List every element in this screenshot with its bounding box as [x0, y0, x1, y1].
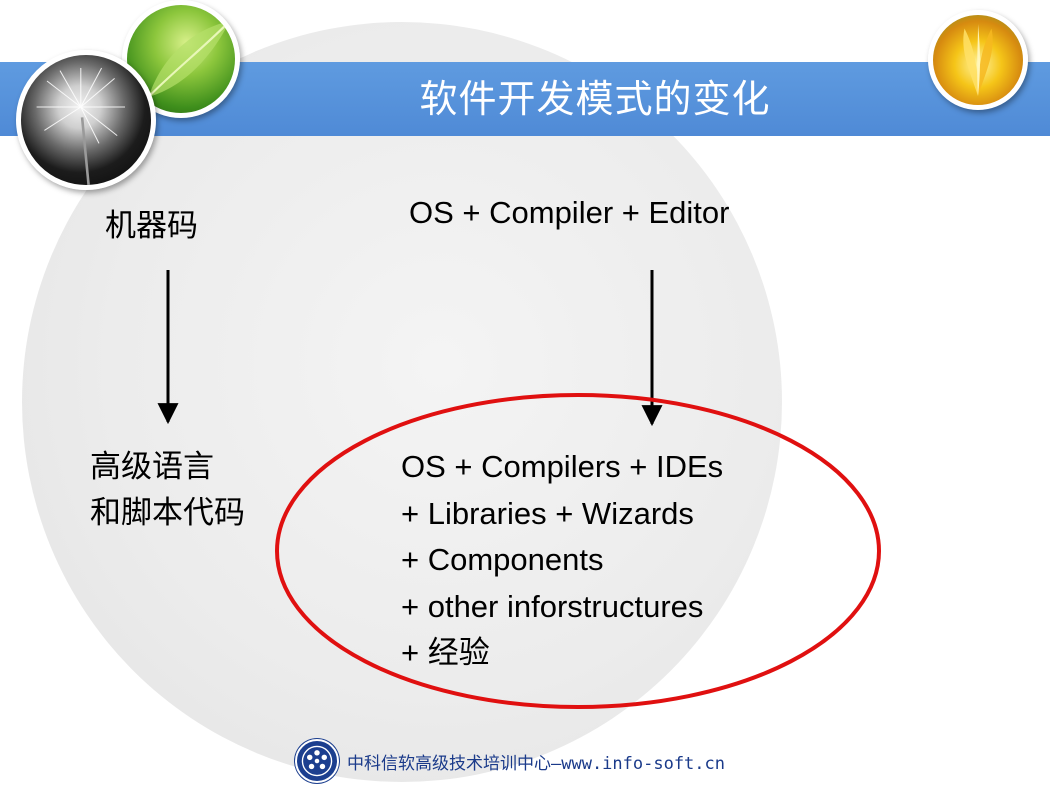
leaf-icon	[148, 21, 230, 97]
slide-title: 软件开发模式的变化	[419, 77, 771, 121]
toolchain-line: OS + Compilers + IDEs	[401, 449, 724, 484]
toolchain-line: + Libraries + Wizards	[401, 495, 694, 531]
flower-icon	[963, 24, 993, 96]
script-code-line: 和脚本代码	[90, 495, 245, 531]
footer: 中科信软高级技术培训中心—www.info-soft.cn	[295, 738, 725, 784]
machine-code-label: 机器码	[105, 208, 198, 244]
dandelion-photo	[16, 50, 156, 190]
high-level-language-label: 高级语言 和脚本代码	[90, 444, 245, 536]
high-level-line: 高级语言	[90, 449, 214, 485]
footer-text: 中科信软高级技术培训中心—www.info-soft.cn	[347, 753, 725, 774]
modern-toolchain-list: OS + Compilers + IDEs + Libraries + Wiza…	[401, 444, 723, 677]
institute-logo-icon	[295, 739, 339, 783]
toolchain-line: + other inforstructures	[401, 588, 704, 624]
os-compiler-editor-label: OS + Compiler + Editor	[409, 195, 730, 230]
flower-photo	[928, 10, 1028, 110]
dandelion-icon	[36, 67, 125, 185]
toolchain-line: + Components	[401, 542, 604, 577]
toolchain-line: + 经验	[401, 635, 490, 670]
